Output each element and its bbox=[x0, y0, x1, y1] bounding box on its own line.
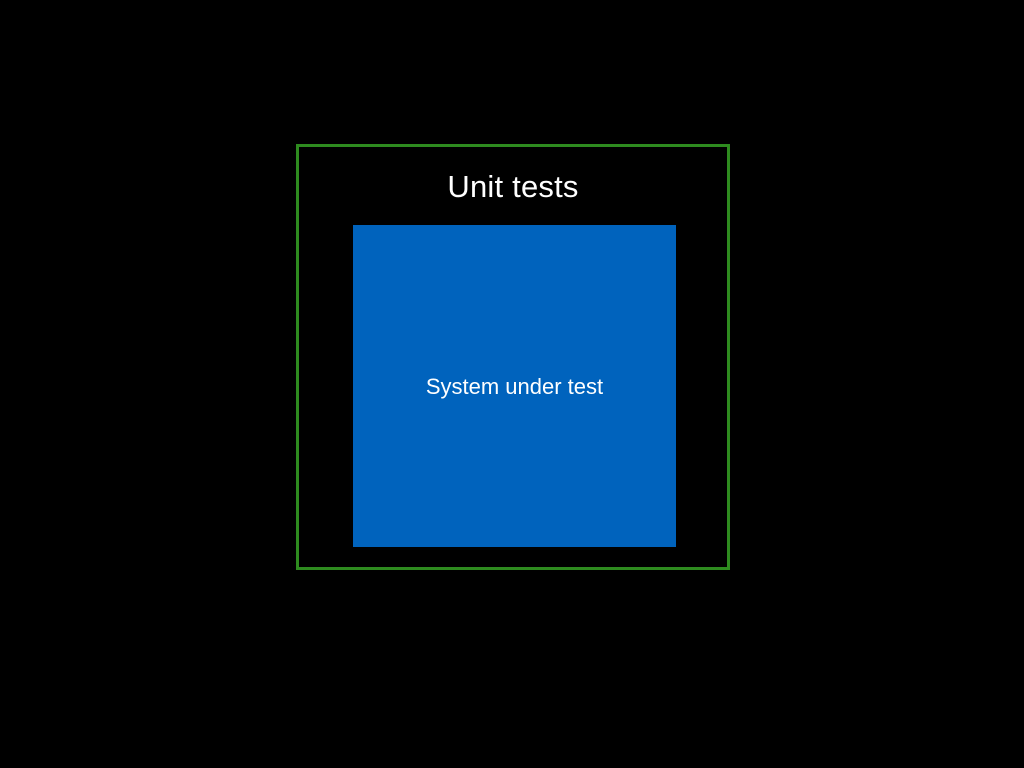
unit-tests-label: Unit tests bbox=[447, 169, 579, 204]
system-under-test-box: System under test bbox=[353, 225, 676, 547]
system-under-test-label: System under test bbox=[425, 374, 604, 399]
unit-tests-box: Unit tests System under test bbox=[296, 144, 730, 570]
